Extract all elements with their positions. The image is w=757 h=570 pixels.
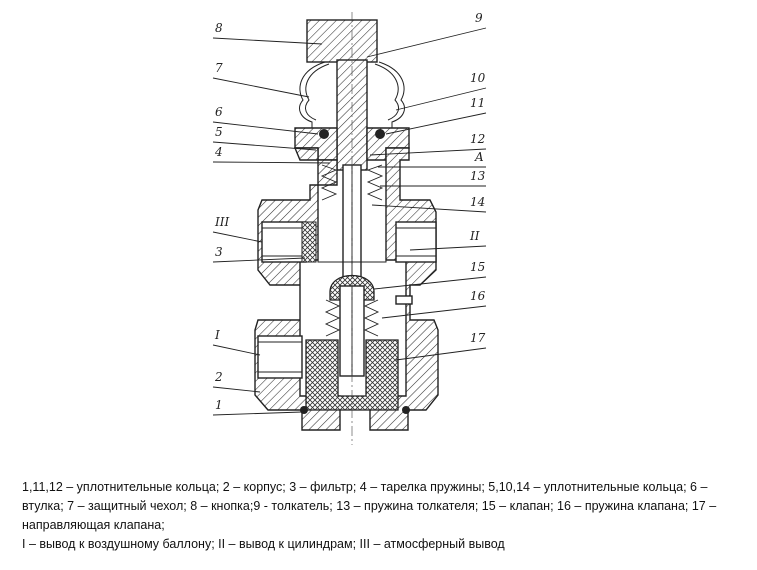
callout-2: 2 — [214, 370, 223, 384]
callout-7: 7 — [215, 61, 223, 75]
callout-11: 11 — [470, 96, 485, 110]
pusher-spring — [320, 164, 384, 201]
figure-caption: 1,11,12 – уплотнительные кольца; 2 – кор… — [22, 478, 737, 554]
port-I — [257, 335, 303, 379]
callout-9: 9 — [475, 11, 483, 25]
callout-1: 1 — [215, 398, 223, 412]
valve-spring — [324, 295, 413, 337]
button-part — [306, 19, 378, 63]
valve-guide — [300, 339, 410, 414]
callout-II: II — [469, 229, 480, 243]
callout-A: A — [474, 150, 484, 164]
callout-III: III — [214, 215, 229, 229]
callout-12: 12 — [470, 132, 485, 146]
callout-4: 4 — [214, 145, 223, 159]
callout-17: 17 — [470, 331, 486, 345]
callout-I: I — [214, 328, 220, 342]
callout-10: 10 — [470, 71, 486, 85]
valve-cross-section-drawing: 8 9 7 10 6 11 5 12 4 A 13 14 III II 3 15… — [212, 11, 487, 445]
caption-parts-list: 1,11,12 – уплотнительные кольца; 2 – кор… — [22, 480, 717, 532]
callout-16: 16 — [470, 289, 486, 303]
leader-lines — [212, 27, 487, 416]
callout-8: 8 — [215, 21, 223, 35]
caption-ports-list: I – вывод к воздушному баллону; II – выв… — [22, 537, 505, 551]
port-III — [261, 221, 307, 263]
callout-5: 5 — [215, 125, 223, 139]
callout-15: 15 — [470, 260, 485, 274]
callout-6: 6 — [215, 105, 223, 119]
callout-13: 13 — [470, 169, 486, 183]
callout-3: 3 — [215, 245, 223, 259]
port-II — [395, 221, 437, 263]
filter — [301, 221, 317, 263]
callout-14: 14 — [470, 195, 485, 209]
